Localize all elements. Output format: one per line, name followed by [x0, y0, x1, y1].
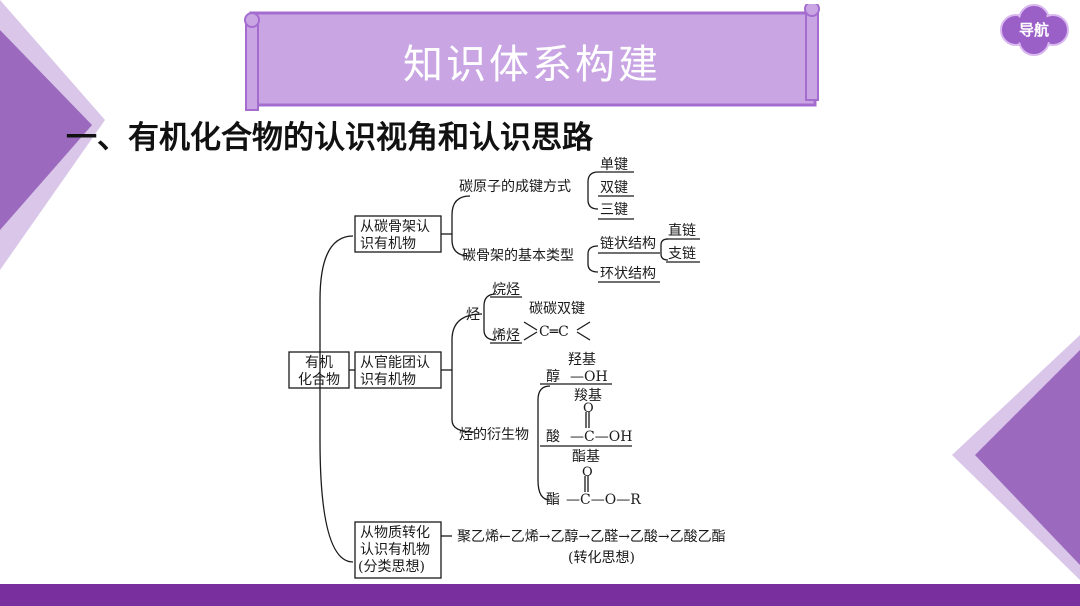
transform-node-line3: (分类思想): [358, 559, 425, 575]
carboxyl-label: 羧基: [574, 387, 602, 404]
alkane: 烷烃: [492, 282, 520, 298]
functional-node-line2: 识有机物: [360, 372, 416, 388]
bond-double: 双键: [600, 180, 628, 196]
alcohol: 醇: [546, 368, 560, 385]
right-triangle-dark: [975, 350, 1080, 565]
hydroxyl-formula: —OH: [570, 369, 608, 385]
transform-node-box: [354, 521, 442, 579]
left-triangle-dark: [0, 30, 92, 230]
hydrocarbon: 烃: [466, 307, 480, 323]
skeleton-node-line2: 识有机物: [360, 236, 416, 252]
transform-node-line2: 认识有机物: [360, 542, 430, 558]
hydroxyl-label: 羟基: [568, 351, 596, 368]
alkene: 烯烃: [492, 328, 520, 344]
skeleton-types: 碳骨架的基本类型: [462, 247, 574, 264]
transform-chain: 聚乙烯←乙烯→乙醇→乙醛→乙酸→乙酸乙酯: [457, 528, 726, 545]
chain-branch: 支链: [668, 246, 696, 262]
root-bracket: [319, 235, 354, 563]
bond-single: 单键: [600, 157, 628, 173]
chain-straight: 直链: [668, 222, 696, 239]
ester: 酯: [546, 492, 560, 508]
functional-node-line1: 从官能团认: [360, 355, 430, 371]
carboxyl-formula: —C—OH: [570, 429, 632, 445]
ester-group-label: 酯基: [572, 448, 600, 465]
bond-triple: 三键: [600, 202, 628, 218]
ester-formula: —C—O—R: [566, 492, 641, 508]
ester-oxygen: O: [582, 465, 593, 480]
chain-structure: 链状结构: [600, 236, 656, 252]
transform-node-line1: 从物质转化: [360, 525, 430, 541]
transform-note: (转化思想): [568, 550, 635, 566]
title-banner: [244, 4, 820, 111]
nav-label[interactable]: 导航: [1018, 21, 1049, 39]
section-heading: 一、有机化合物的认识视角和认识思路: [66, 120, 593, 156]
cc-double-label: 碳碳双键: [529, 301, 585, 317]
bottom-bar: [0, 584, 1080, 606]
derivative: 烃的衍生物: [459, 427, 529, 443]
ring-structure: 环状结构: [600, 266, 656, 282]
skeleton-node-line1: 从碳骨架认: [360, 219, 430, 235]
root-node-line2: 化合物: [298, 372, 340, 388]
carboxyl-oxygen: O: [583, 401, 594, 416]
nav-cloud-button[interactable]: [996, 4, 1072, 58]
cc-double-formula: C═C: [539, 324, 569, 340]
page-title: 知识体系构建: [403, 42, 661, 88]
bond-method: 碳原子的成键方式: [459, 179, 571, 195]
root-node-line1: 有机: [305, 355, 333, 371]
acid: 酸: [546, 429, 560, 445]
